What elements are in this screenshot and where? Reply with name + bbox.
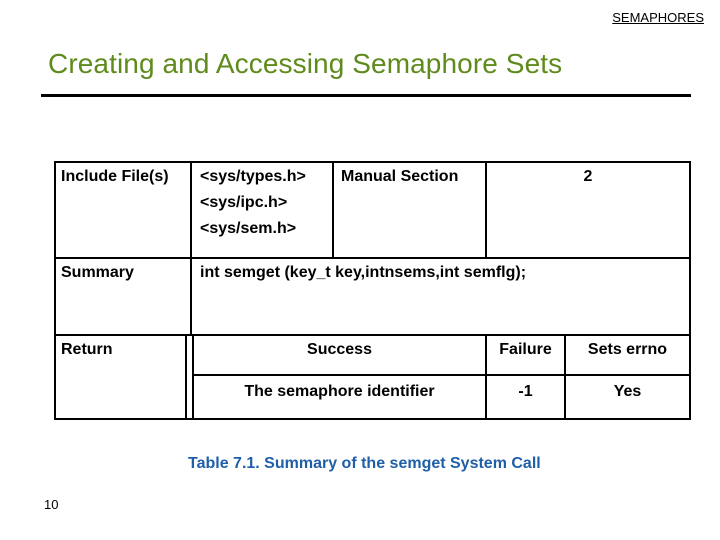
return-value-errno: Yes — [613, 383, 642, 400]
return-header-success: Success — [307, 341, 372, 358]
include-files-label: Include File(s) — [61, 168, 169, 185]
column-divider — [190, 161, 192, 336]
row-divider — [54, 257, 691, 259]
slide-title: Creating and Accessing Semaphore Sets — [48, 48, 563, 79]
column-divider — [332, 161, 334, 259]
column-divider — [485, 161, 487, 259]
table-border-bottom — [54, 418, 691, 420]
column-divider — [185, 334, 187, 420]
column-divider — [564, 334, 566, 420]
row-divider — [54, 334, 691, 336]
page-number: 10 — [44, 497, 59, 512]
row-divider — [192, 374, 691, 376]
manual-section-value: 2 — [583, 168, 593, 185]
table-border-left — [54, 161, 56, 420]
section-tag: SEMAPHORES — [612, 10, 704, 25]
return-label: Return — [61, 341, 113, 358]
column-divider — [485, 334, 487, 420]
include-file: <sys/sem.h> — [200, 220, 297, 237]
return-value-failure: -1 — [518, 383, 533, 400]
manual-section-label: Manual Section — [341, 168, 459, 185]
include-file: <sys/ipc.h> — [200, 194, 288, 211]
title-divider — [41, 94, 691, 97]
table-border-right — [689, 161, 691, 420]
return-header-failure: Failure — [499, 341, 552, 358]
return-header-errno: Sets errno — [587, 341, 668, 358]
return-value-success: The semaphore identifier — [244, 383, 435, 400]
column-divider — [192, 334, 194, 420]
summary-label: Summary — [61, 264, 134, 281]
include-file: <sys/types.h> — [200, 168, 306, 185]
table-caption: Table 7.1. Summary of the semget System … — [188, 455, 541, 472]
table-border-top — [54, 161, 691, 163]
summary-signature: int semget (key_t key,intnsems,int semfl… — [200, 264, 527, 281]
